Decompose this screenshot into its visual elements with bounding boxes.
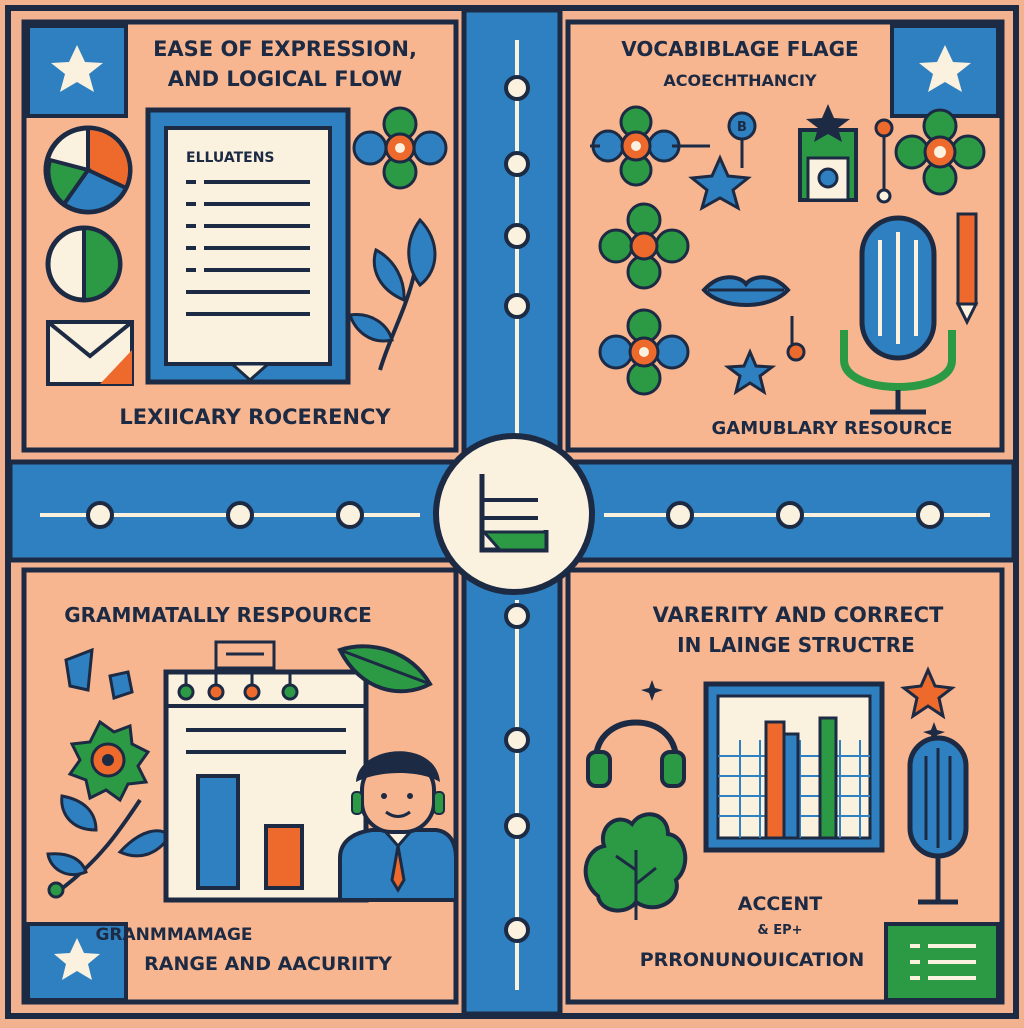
star-icon (688, 154, 752, 212)
bottom-right-footer-line3: PRRONUNOUICATION (640, 949, 864, 971)
road-node (86, 501, 114, 529)
pie-chart-icon (45, 225, 123, 303)
podium-icon (798, 104, 858, 202)
road-node (504, 151, 530, 177)
pie-chart-icon (43, 125, 133, 215)
star-icon (723, 348, 777, 396)
bush-icon (583, 812, 688, 920)
bottom-left-heading: GRAMMATALLY RESPOURCE (64, 603, 372, 627)
top-left-heading-line2: AND LOGICAL FLOW (168, 67, 402, 91)
bar-chart-document-icon (163, 640, 369, 903)
star-badge-top-right (890, 24, 1000, 118)
star-icon (54, 938, 100, 980)
road-node (226, 501, 254, 529)
sparkle-icon (641, 680, 945, 743)
lips-icon (701, 275, 791, 307)
road-node (504, 813, 530, 839)
svg-text:B: B (737, 120, 747, 135)
center-hub-icon (433, 433, 595, 595)
bottom-left-footer-line1: GRANMMAMAGE (95, 925, 252, 945)
pin-icon (786, 316, 806, 362)
road-node (504, 223, 530, 249)
headphones-icon (586, 719, 686, 788)
flower-icon (598, 202, 690, 290)
top-right-heading-line1: VOCABIBLAGE FLAGE (621, 37, 858, 61)
top-left-footer: LEXIICARY ROCERENCY (119, 405, 391, 429)
bottom-right-heading-line1: VARERITY AND CORRECT (653, 603, 944, 627)
bottom-right-footer-line1: ACCENT (738, 893, 822, 915)
road-node (666, 501, 694, 529)
leaf-branch-icon (46, 794, 172, 899)
road-node (504, 293, 530, 319)
microphone-icon (840, 215, 956, 415)
road-node (776, 501, 804, 529)
gear-flower-icon (67, 719, 151, 803)
star-icon (51, 45, 103, 92)
flower-icon (590, 105, 710, 187)
pencil-icon (955, 212, 979, 326)
bottom-left-footer-line2: RANGE AND AACURIITY (144, 953, 392, 975)
flower-icon (894, 108, 986, 196)
road-node (916, 501, 944, 529)
envelope-icon (46, 320, 134, 386)
star-icon (919, 45, 971, 92)
road-node (504, 75, 530, 101)
star-badge-bottom-left (26, 922, 128, 1002)
road-node (504, 727, 530, 753)
road-node (336, 501, 364, 529)
bar-chart-icon (703, 681, 885, 853)
top-left-heading-line1: EASE OF EXPRESSION, (153, 37, 417, 61)
leaf-icon (337, 644, 433, 694)
star-icon (900, 666, 956, 720)
microphone-icon (907, 735, 969, 905)
document-icon: ELLUATENS (145, 107, 351, 385)
flower-icon (352, 106, 448, 190)
star-badge-top-left (26, 24, 128, 118)
bottom-right-heading-line2: IN LAINGE STRUCTRE (677, 633, 915, 657)
gem-icon (64, 647, 134, 700)
pin-icon (874, 118, 894, 204)
road-node (504, 603, 530, 629)
road-node (504, 917, 530, 943)
flower-icon (598, 308, 690, 396)
person-avatar-icon (338, 751, 458, 902)
bottom-right-footer-line2: & EP+ (757, 923, 802, 938)
green-flag-icon (884, 922, 1000, 1002)
leaf-branch-icon (348, 217, 437, 371)
document-title: ELLUATENS (186, 150, 275, 166)
top-right-footer: GAMUBLARY RESOURCE (712, 418, 953, 439)
top-right-heading-line2: ACOECHTHANCIY (663, 71, 817, 90)
badge-b-icon: B (727, 111, 757, 168)
